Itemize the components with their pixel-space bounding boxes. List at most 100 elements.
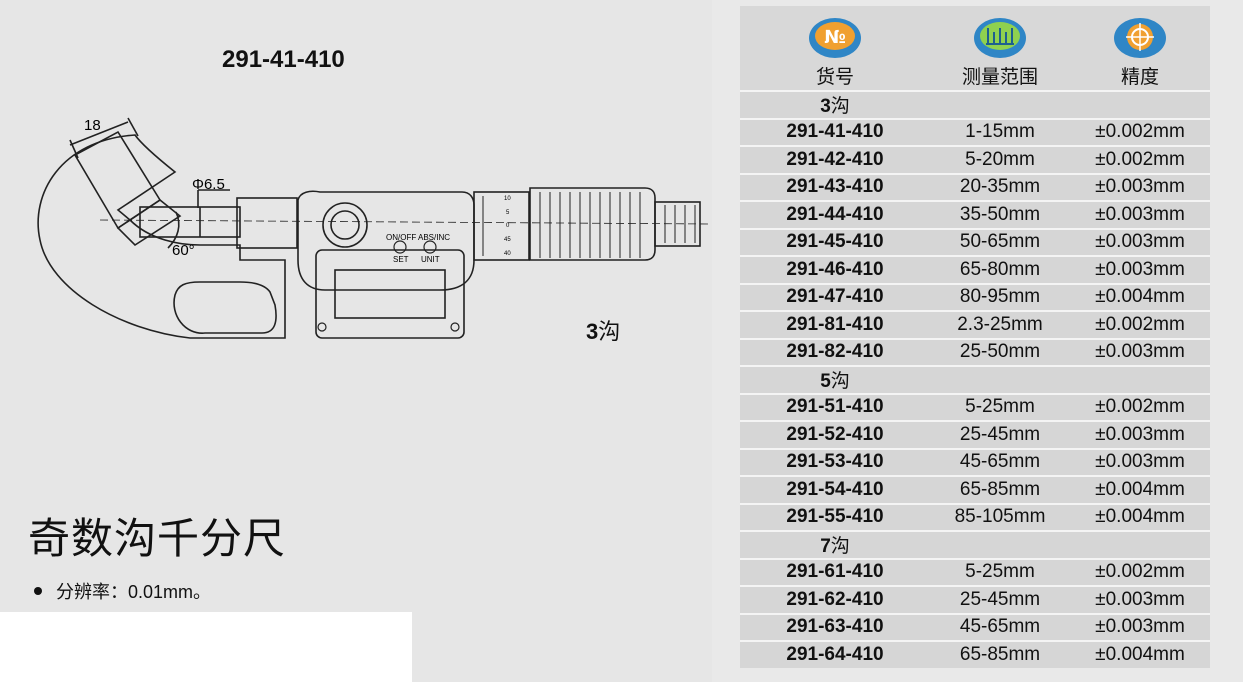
table-row: 291-41-410 1-15mm ±0.002mm: [740, 117, 1210, 145]
left-panel: 291-41-410: [0, 46, 712, 682]
range-cell: 20-35mm: [959, 176, 1041, 198]
accuracy-cell: ±0.004mm: [1095, 506, 1185, 528]
button-set-label: SET: [393, 255, 409, 264]
item-no-cell: 291-61-410: [786, 561, 884, 583]
table-header: № 货号 测量范围 精度: [740, 6, 1210, 90]
range-cell: 80-95mm: [959, 286, 1041, 308]
groove-label: 3沟: [586, 314, 620, 346]
spec-table: № 货号 测量范围 精度: [740, 6, 1210, 668]
button-onoff-label: ON/OFF: [386, 233, 416, 242]
button-unit-label: UNIT: [421, 255, 440, 264]
range-cell: 1-15mm: [965, 121, 1035, 143]
header-item-no-label: 货号: [815, 67, 854, 88]
table-row: 291-54-410 65-85mm ±0.004mm: [740, 475, 1210, 503]
table-row: 291-52-410 25-45mm ±0.003mm: [740, 420, 1210, 448]
range-cell: 65-80mm: [959, 258, 1041, 280]
item-no-cell: 291-53-410: [786, 451, 884, 473]
range-cell: 45-65mm: [959, 451, 1041, 473]
thimble-mark: 10: [504, 196, 511, 202]
dim-angle-label: 60°: [172, 242, 195, 259]
group-label: 7沟: [740, 531, 930, 558]
table-row: 291-43-410 20-35mm ±0.003mm: [740, 172, 1210, 200]
thimble-mark: 45: [504, 237, 511, 243]
groove-text: 沟: [598, 319, 621, 344]
target-icon: [1114, 18, 1166, 58]
resolution-text: 分辨率：0.01mm。: [56, 582, 212, 602]
resolution-bullet: 分辨率：0.01mm。: [34, 578, 211, 604]
group-label: 5沟: [740, 366, 930, 393]
thimble-mark: 0: [506, 223, 510, 229]
item-no-cell: 291-41-410: [786, 121, 884, 143]
accuracy-cell: ±0.003mm: [1095, 341, 1185, 363]
item-no-cell: 291-82-410: [786, 341, 884, 363]
item-no-cell: 291-45-410: [786, 231, 884, 253]
group-row: 7沟: [740, 530, 1210, 558]
table-row: 291-82-410 25-50mm ±0.003mm: [740, 337, 1210, 365]
range-cell: 25-50mm: [959, 341, 1041, 363]
item-no-cell: 291-62-410: [786, 588, 884, 610]
dim-diameter-label: Φ6.5: [192, 176, 225, 193]
range-cell: 25-45mm: [959, 588, 1041, 610]
item-no-cell: 291-47-410: [786, 286, 884, 308]
accuracy-cell: ±0.002mm: [1095, 121, 1185, 143]
group-number: 3: [820, 96, 831, 118]
accuracy-cell: ±0.002mm: [1095, 396, 1185, 418]
accuracy-cell: ±0.004mm: [1095, 643, 1185, 665]
group-number: 5: [820, 371, 831, 393]
product-title: 奇数沟千分尺: [28, 515, 287, 562]
groove-number: 3: [586, 319, 599, 344]
thimble-mark: 5: [506, 210, 510, 216]
accuracy-cell: ±0.002mm: [1095, 148, 1185, 170]
header-range: 测量范围: [930, 6, 1070, 90]
accuracy-cell: ±0.002mm: [1095, 561, 1185, 583]
accuracy-cell: ±0.003mm: [1095, 203, 1185, 225]
thimble-mark: 40: [504, 251, 511, 257]
range-cell: 65-85mm: [959, 478, 1041, 500]
group-row: 3沟: [740, 90, 1210, 118]
item-no-cell: 291-54-410: [786, 478, 884, 500]
range-cell: 65-85mm: [959, 643, 1041, 665]
item-no-cell: 291-43-410: [786, 176, 884, 198]
bullet-dot-icon: [34, 587, 42, 595]
accuracy-cell: ±0.004mm: [1095, 286, 1185, 308]
item-no-cell: 291-52-410: [786, 423, 884, 445]
accuracy-cell: ±0.003mm: [1095, 451, 1185, 473]
ruler-icon: [974, 18, 1026, 58]
range-cell: 5-25mm: [965, 561, 1035, 583]
dim-width-label: 18: [84, 117, 101, 134]
button-absinc-label: ABS/INC: [418, 233, 450, 242]
model-title: 291-41-410: [222, 46, 345, 73]
group-label: 3沟: [740, 91, 930, 118]
accuracy-cell: ±0.003mm: [1095, 616, 1185, 638]
accuracy-cell: ±0.003mm: [1095, 423, 1185, 445]
accuracy-cell: ±0.003mm: [1095, 258, 1185, 280]
group-text: 沟: [830, 371, 850, 393]
range-cell: 25-45mm: [959, 423, 1041, 445]
table-row: 291-53-410 45-65mm ±0.003mm: [740, 447, 1210, 475]
item-no-cell: 291-81-410: [786, 313, 884, 335]
item-no-cell: 291-44-410: [786, 203, 884, 225]
range-cell: 50-65mm: [959, 231, 1041, 253]
accuracy-cell: ±0.003mm: [1095, 176, 1185, 198]
header-range-label: 测量范围: [961, 67, 1038, 88]
table-row: 291-44-410 35-50mm ±0.003mm: [740, 200, 1210, 228]
accuracy-cell: ±0.004mm: [1095, 478, 1185, 500]
item-no-cell: 291-64-410: [786, 643, 884, 665]
accuracy-cell: ±0.002mm: [1095, 313, 1185, 335]
range-cell: 35-50mm: [959, 203, 1041, 225]
numero-glyph: №: [824, 27, 846, 48]
range-cell: 85-105mm: [954, 506, 1046, 528]
table-row: 291-47-410 80-95mm ±0.004mm: [740, 282, 1210, 310]
item-no-cell: 291-51-410: [786, 396, 884, 418]
group-text: 沟: [830, 96, 850, 118]
